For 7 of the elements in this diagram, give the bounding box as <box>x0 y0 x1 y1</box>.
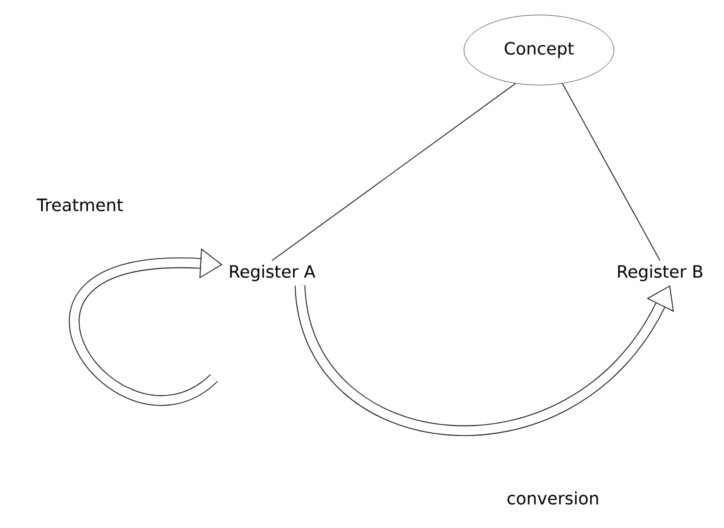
connector-line <box>562 83 660 261</box>
connector-line <box>272 83 516 261</box>
edge-label: conversion <box>508 491 598 505</box>
register-label: Register A <box>230 264 316 282</box>
edge-label: Treatment <box>36 198 123 212</box>
register-label: Register B <box>618 264 702 282</box>
curved-arrow <box>294 284 674 436</box>
